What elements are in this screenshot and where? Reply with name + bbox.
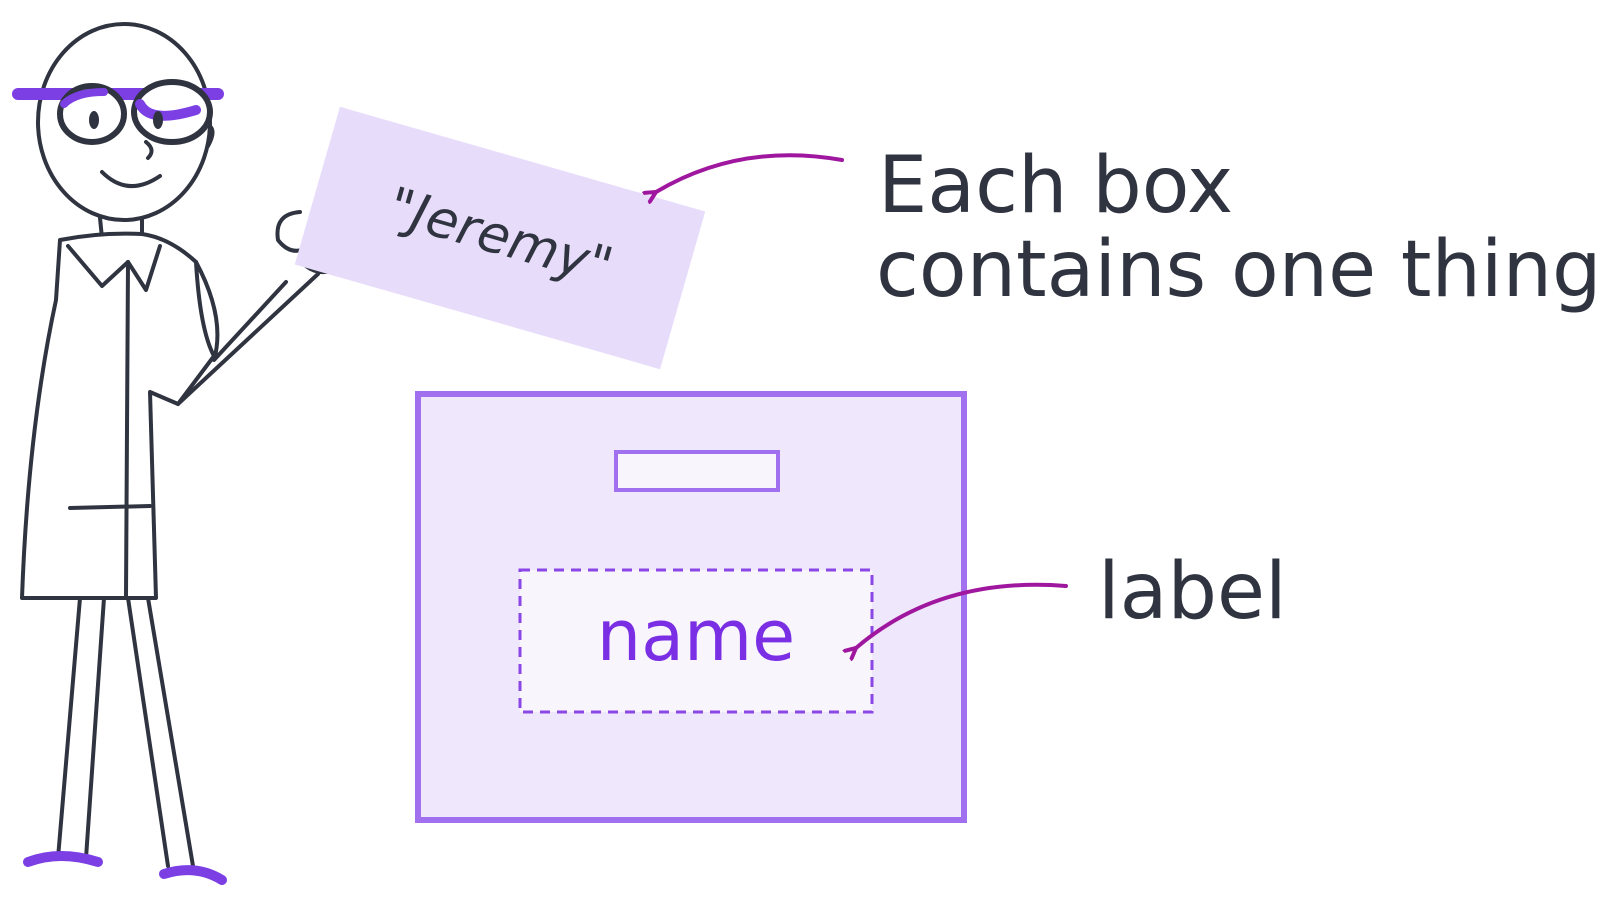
shoe-left-icon (23, 851, 103, 867)
lab-coat-icon (20, 231, 216, 600)
label-frame (518, 568, 874, 714)
label-note-text: label (1098, 547, 1287, 637)
eye-left-icon (89, 111, 99, 129)
value-card: "Jeremy" (294, 106, 706, 370)
card-note-arrow (656, 153, 844, 192)
leg-left-icon (56, 596, 82, 860)
eye-right-icon (153, 111, 163, 129)
label-text: name (597, 595, 796, 677)
scientist-character-icon (12, 22, 354, 885)
card-note-line2: contains one thing. (876, 225, 1600, 315)
leg-right-icon (126, 596, 170, 868)
value-card-shape (294, 106, 706, 370)
card-note-line1: Each box (878, 141, 1233, 231)
label-note-arrow (856, 582, 1068, 648)
smile-icon (100, 170, 162, 189)
shoe-right-icon (159, 865, 227, 885)
nose-icon (144, 140, 154, 160)
arm-icon (194, 260, 288, 362)
variable-box-slot (614, 450, 780, 492)
variable-box: name (415, 391, 967, 823)
